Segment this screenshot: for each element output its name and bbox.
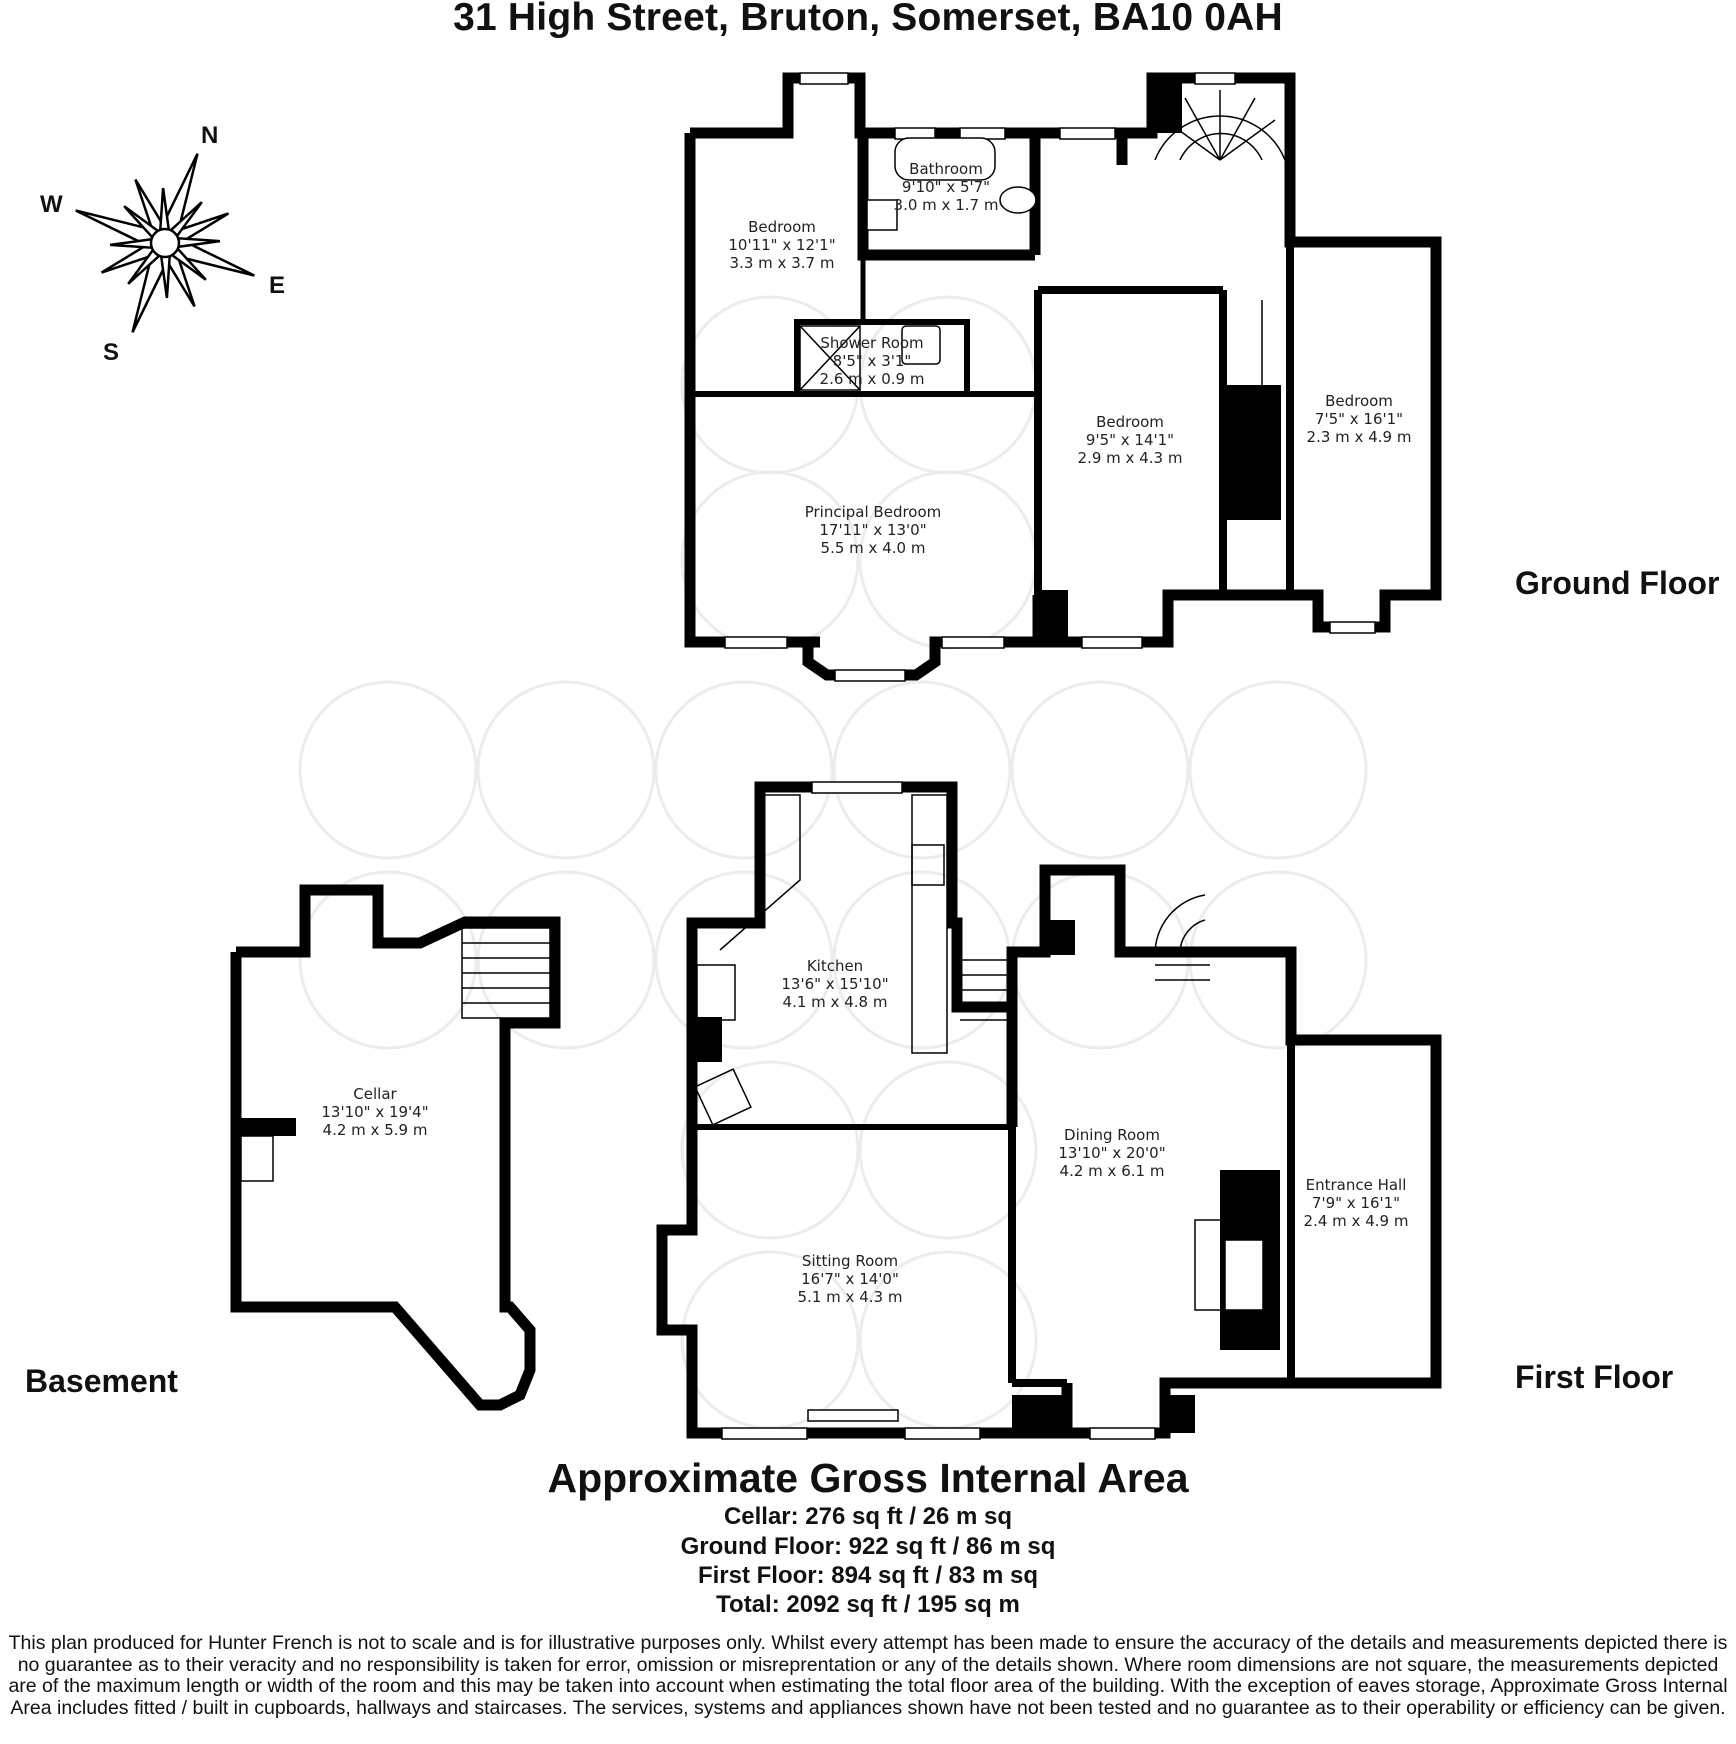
sitting-name: Sitting Room: [802, 1252, 898, 1270]
bedroom-e-metric: 2.3 m x 4.9 m: [1307, 428, 1412, 446]
ground-floor-stairs: [1154, 90, 1286, 385]
bedroom-e-name: Bedroom: [1325, 392, 1393, 410]
disclaimer: This plan produced for Hunter French is …: [8, 1632, 1728, 1719]
ground-floor-label: Ground Floor: [1515, 565, 1720, 601]
ground-floor-chimneys: [1038, 78, 1281, 642]
first-floor-plan: [656, 781, 1442, 1439]
principal-name: Principal Bedroom: [805, 503, 942, 521]
shower-imperial: 8'5" x 3'1": [833, 352, 912, 370]
shower-metric: 2.6 m x 0.9 m: [820, 370, 925, 388]
bedroom-mid-name: Bedroom: [1096, 413, 1164, 431]
watermark: [298, 295, 1368, 1430]
bedroom-e-imperial: 7'5" x 16'1": [1315, 410, 1403, 428]
entrance-imperial: 7'9" x 16'1": [1312, 1194, 1400, 1212]
cellar-imperial: 13'10" x 19'4": [321, 1103, 428, 1121]
compass-west: W: [40, 191, 63, 218]
bathroom-name: Bathroom: [909, 160, 983, 178]
principal-imperial: 17'11" x 13'0": [819, 521, 926, 539]
bedroom-nw-metric: 3.3 m x 3.7 m: [730, 254, 835, 272]
compass-rose: [75, 153, 255, 333]
dining-name: Dining Room: [1064, 1126, 1160, 1144]
compass-south: S: [103, 339, 120, 366]
area-first: First Floor: 894 sq ft / 83 m sq: [697, 1562, 1039, 1589]
first-floor-windows: [721, 781, 1156, 1440]
dining-imperial: 13'10" x 20'0": [1058, 1144, 1165, 1162]
bathroom-fixtures: [799, 137, 1037, 391]
kitchen-imperial: 13'6" x 15'10": [781, 975, 888, 993]
first-floor-label: First Floor: [1515, 1359, 1674, 1395]
compass-north: N: [201, 122, 219, 149]
ground-floor-windows: [724, 72, 1376, 682]
compass-east: E: [269, 272, 286, 299]
first-floor-chimneys: [692, 920, 1280, 1433]
cellar-name: Cellar: [353, 1085, 397, 1103]
area-heading: Approximate Gross Internal Area: [547, 1455, 1189, 1501]
bedroom-nw-imperial: 10'11" x 12'1": [728, 236, 835, 254]
entrance-metric: 2.4 m x 4.9 m: [1304, 1212, 1409, 1230]
page-title: 31 High Street, Bruton, Somerset, BA10 0…: [453, 0, 1283, 39]
area-ground: Ground Floor: 922 sq ft / 86 m sq: [680, 1533, 1056, 1560]
sitting-metric: 5.1 m x 4.3 m: [798, 1288, 903, 1306]
area-total: Total: 2092 sq ft / 195 sq m: [716, 1591, 1020, 1618]
kitchen-metric: 4.1 m x 4.8 m: [783, 993, 888, 1011]
cellar-metric: 4.2 m x 5.9 m: [323, 1121, 428, 1139]
basement-label: Basement: [25, 1363, 178, 1399]
first-floor-fixtures: [694, 794, 1264, 1311]
basement-fixtures: [236, 927, 551, 1182]
shower-name: Shower Room: [820, 334, 923, 352]
dining-metric: 4.2 m x 6.1 m: [1060, 1162, 1165, 1180]
principal-metric: 5.5 m x 4.0 m: [821, 539, 926, 557]
area-cellar: Cellar: 276 sq ft / 26 m sq: [723, 1503, 1013, 1530]
bedroom-mid-metric: 2.9 m x 4.3 m: [1078, 449, 1183, 467]
basement-plan: [230, 884, 561, 1411]
bathroom-metric: 3.0 m x 1.7 m: [894, 196, 999, 214]
sitting-imperial: 16'7" x 14'0": [801, 1270, 899, 1288]
bedroom-mid-imperial: 9'5" x 14'1": [1086, 431, 1174, 449]
bathroom-imperial: 9'10" x 5'7": [902, 178, 990, 196]
kitchen-name: Kitchen: [807, 957, 863, 975]
entrance-name: Entrance Hall: [1306, 1176, 1407, 1194]
bedroom-nw-name: Bedroom: [748, 218, 816, 236]
